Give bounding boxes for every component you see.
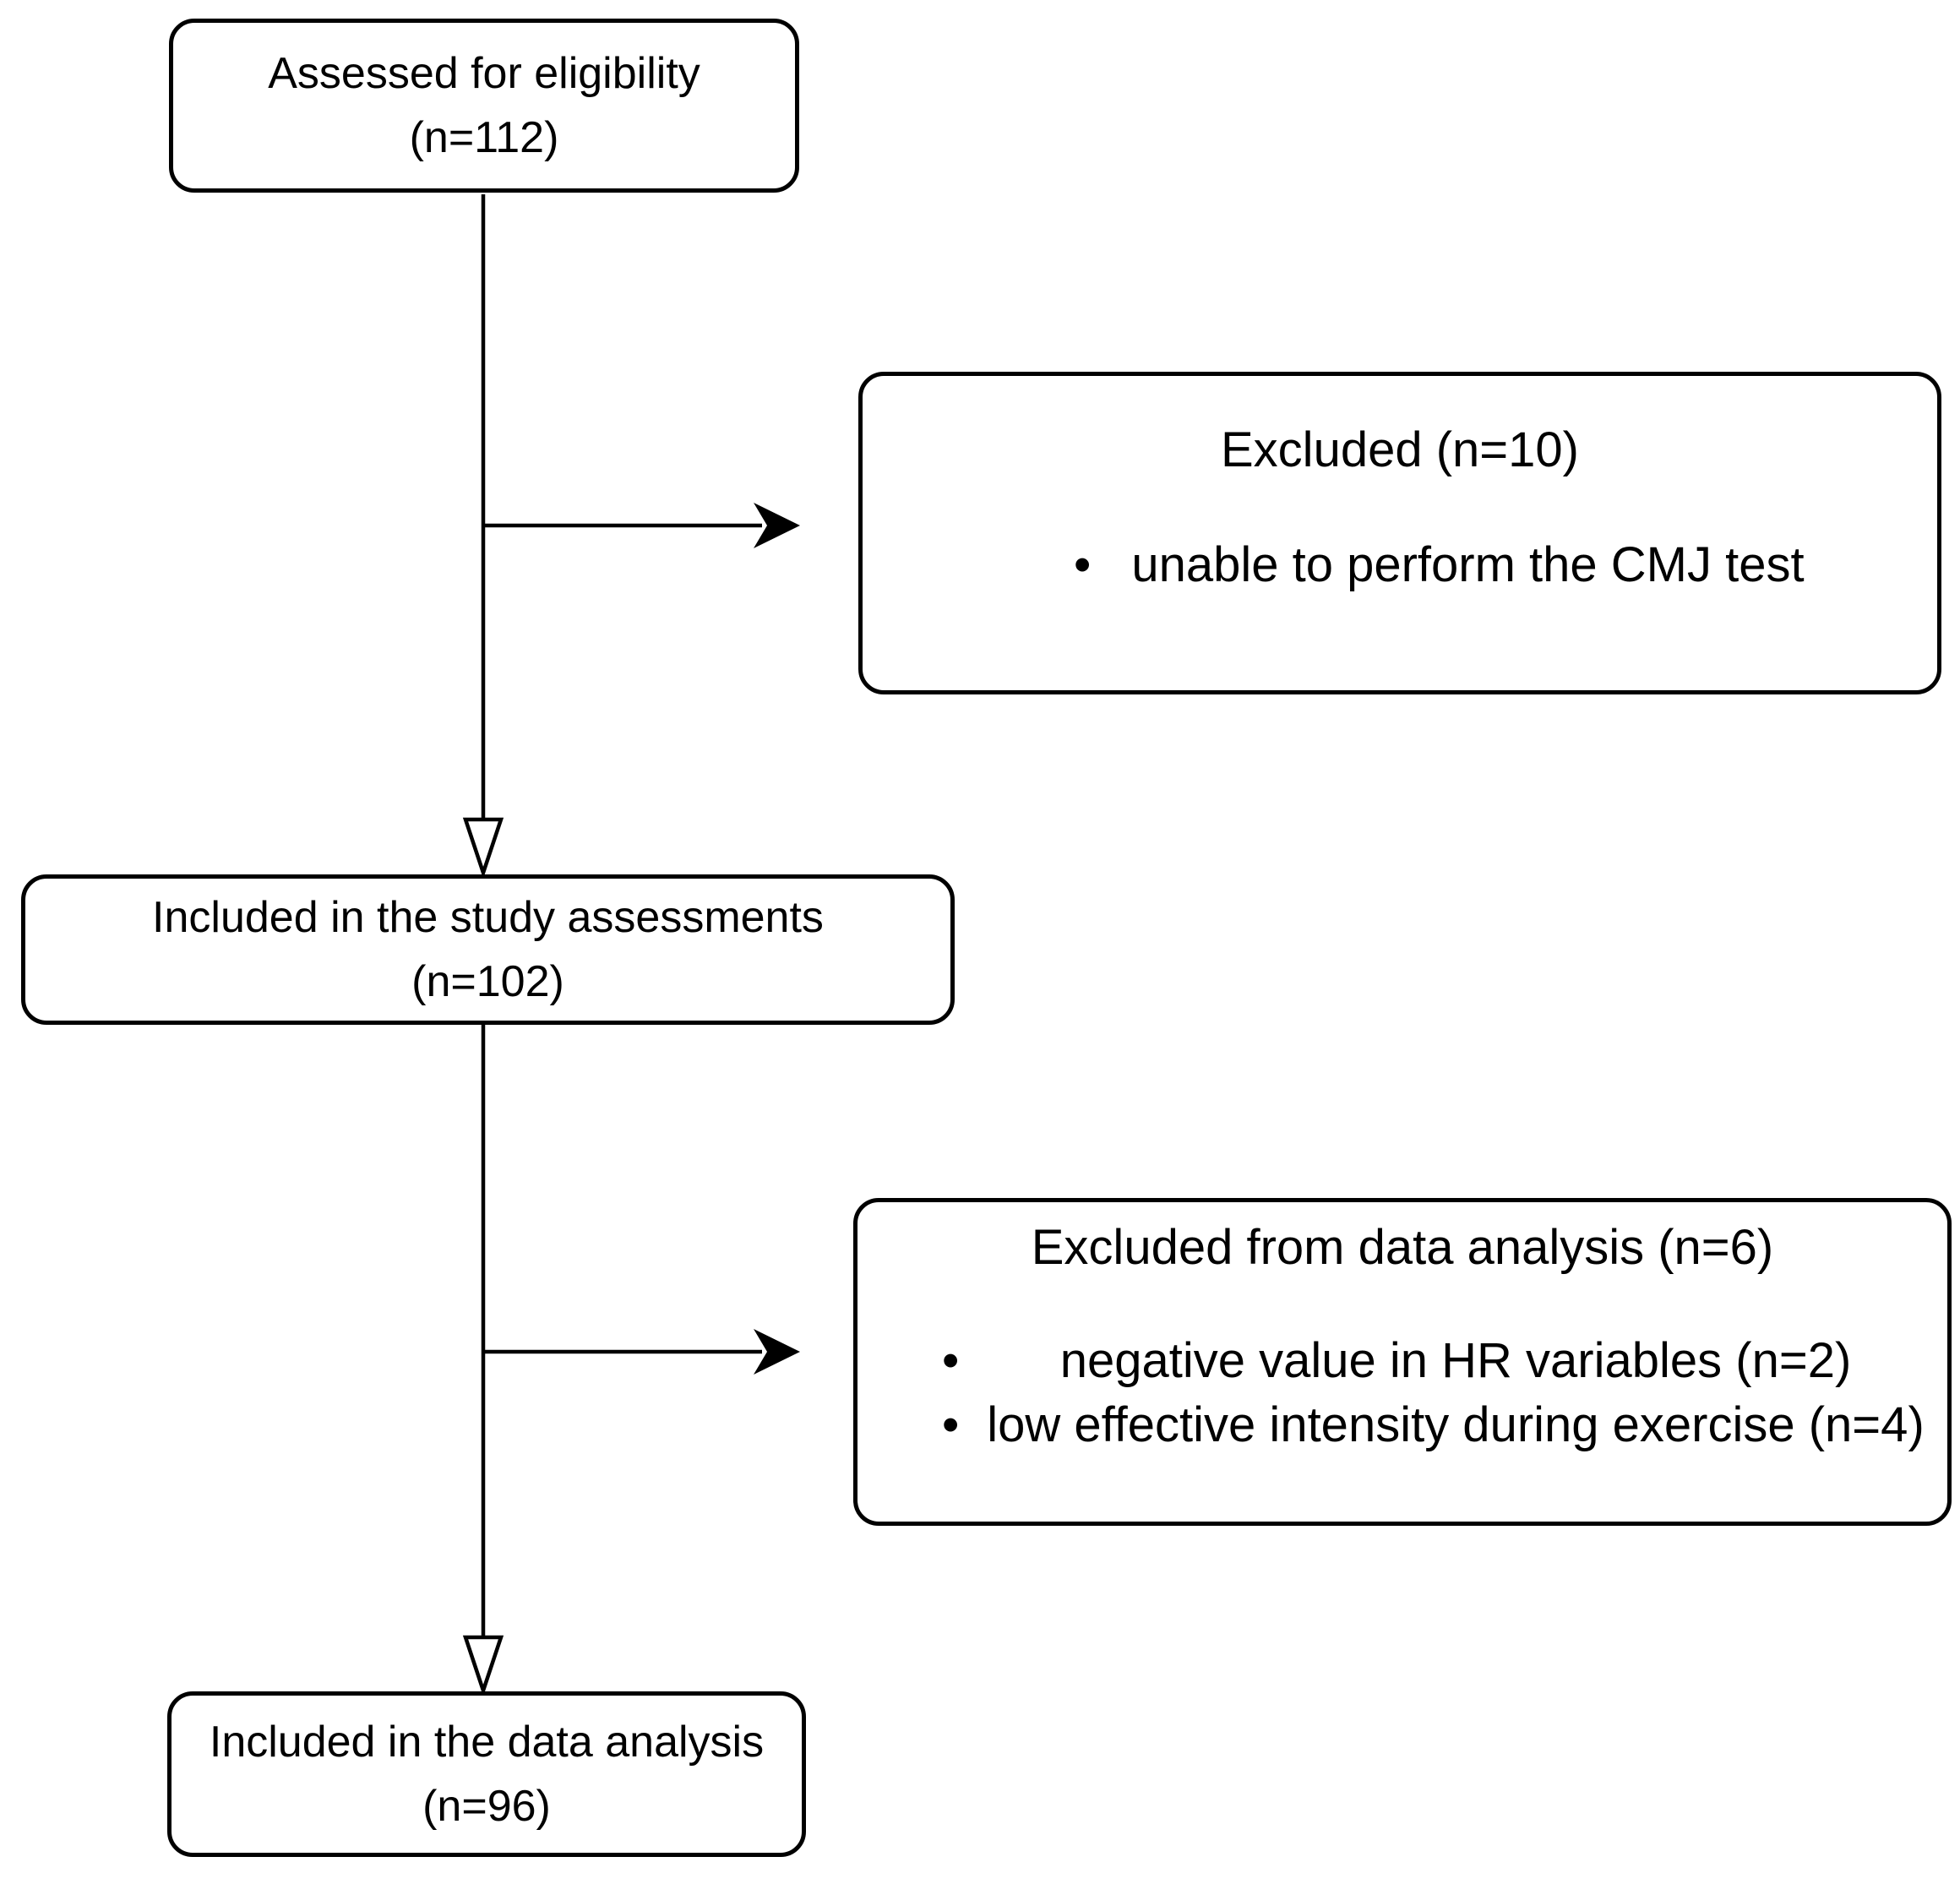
open-arrowhead-down-1 (462, 817, 504, 879)
bullet-item: • unable to perform the CMJ test (863, 533, 1937, 597)
bullet-marker-icon: • (1074, 537, 1092, 592)
node-label: Included in the study assessments (152, 893, 824, 942)
node-title: Excluded from data analysis (n=6) (1031, 1220, 1774, 1275)
bullet-list: • negative value in HR variables (n=2) •… (858, 1329, 1947, 1457)
node-title: Excluded (n=10) (1221, 422, 1579, 477)
bullet-text: unable to perform the CMJ test (1131, 537, 1805, 592)
filled-arrowhead-right-2 (754, 1329, 800, 1375)
bullet-marker-icon: • (942, 1397, 960, 1452)
node-label: Assessed for eligibility (268, 49, 700, 98)
node-excluded-screening: Excluded (n=10) • unable to perform the … (858, 372, 1941, 694)
bullet-text: negative value in HR variables (n=2) (1059, 1333, 1852, 1388)
bullet-item: • low effective intensity during exercis… (942, 1393, 1927, 1457)
node-label: Included in the data analysis (209, 1718, 765, 1767)
bullet-marker-icon: • (942, 1333, 960, 1388)
node-included-data-analysis: Included in the data analysis (n=96) (167, 1691, 806, 1857)
open-arrowhead-down-2 (462, 1635, 504, 1697)
node-count: (n=102) (411, 957, 564, 1006)
node-included-study-assessments: Included in the study assessments (n=102… (21, 874, 955, 1025)
node-count: (n=96) (422, 1782, 551, 1831)
bullet-item: • negative value in HR variables (n=2) (942, 1329, 1927, 1393)
filled-arrowhead-right-1 (754, 503, 800, 548)
node-assessed-for-eligibility: Assessed for eligibility (n=112) (169, 19, 799, 193)
node-excluded-data-analysis: Excluded from data analysis (n=6) • nega… (853, 1198, 1952, 1526)
node-count: (n=112) (409, 113, 559, 162)
bullet-text: low effective intensity during exercise … (987, 1397, 1925, 1452)
